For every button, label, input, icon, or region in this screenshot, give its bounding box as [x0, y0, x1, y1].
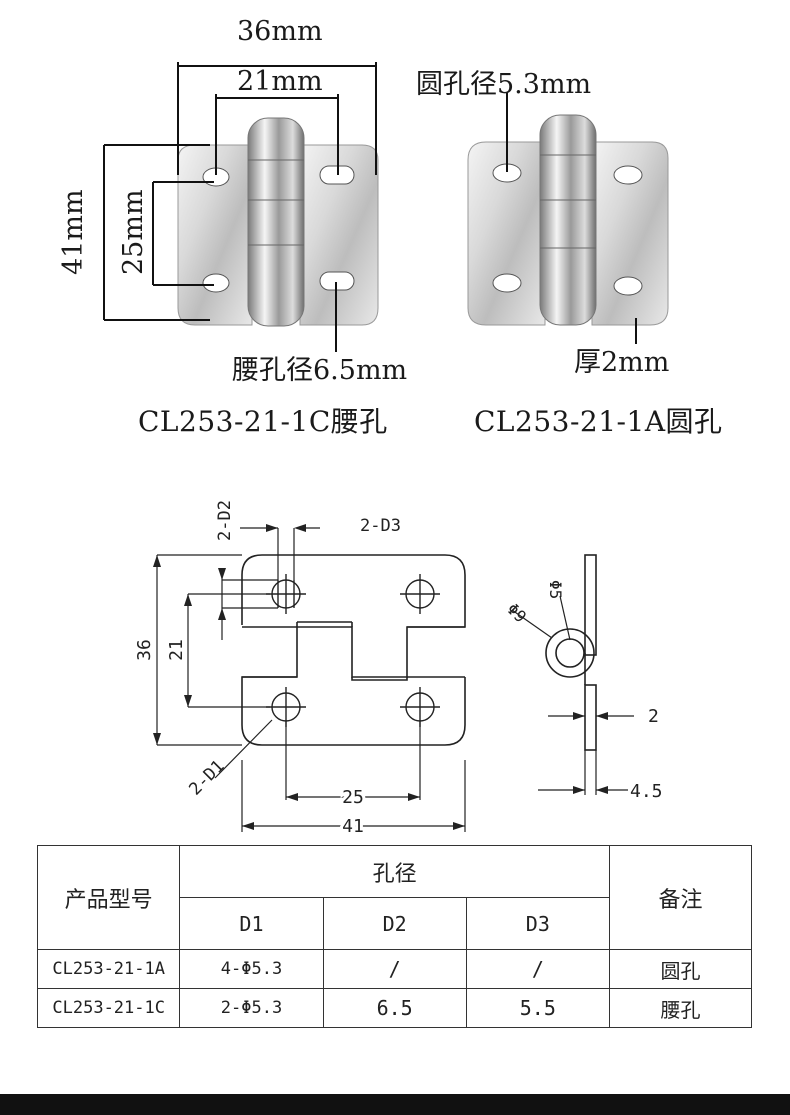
- callout-slot-diameter: 腰孔径6.5mm: [232, 355, 408, 386]
- technical-drawing: 2-D2 2-D3 2-D1 36 21 25 41 Φ9 Φ5 2 4.5: [134, 500, 663, 840]
- cell-d2: /: [322, 949, 467, 989]
- caption-1c: CL253-21-1C腰孔: [138, 405, 388, 438]
- header-note: 备注: [608, 845, 753, 950]
- dim-label-36: 36: [134, 639, 155, 661]
- hinge-photo-round: [467, 114, 669, 326]
- hinge-photo-slot: [177, 117, 379, 327]
- header-model: 产品型号: [36, 845, 181, 950]
- cell-note: 圆孔: [608, 949, 753, 989]
- callout-thickness: 厚2mm: [574, 347, 670, 378]
- cell-d3: /: [465, 949, 610, 989]
- cell-model: CL253-21-1A: [36, 949, 181, 989]
- subheader-d1: D1: [179, 897, 324, 950]
- front-view-outline: [241, 554, 466, 746]
- subheader-d3: D3: [465, 897, 610, 950]
- dim-height-inner: 25mm: [118, 189, 149, 275]
- dim-label-25: 25: [342, 787, 364, 808]
- side-view: [545, 554, 597, 751]
- header-hole-diameter: 孔径: [179, 845, 610, 898]
- bottom-divider-bar: [0, 1094, 790, 1115]
- left-photo-dim-lines: [103, 62, 377, 352]
- side-dim-arrowheads: [573, 712, 608, 794]
- dim-arrowheads: [153, 524, 465, 830]
- cell-model: CL253-21-1C: [36, 988, 181, 1028]
- side-label-4-5: 4.5: [630, 781, 663, 802]
- right-photo-dim-lines: [506, 92, 637, 344]
- label-2-d1: 2-D1: [185, 756, 228, 799]
- side-label-2: 2: [648, 706, 659, 727]
- table-row: CL253-21-1A 4-Φ5.3 / / 圆孔: [36, 949, 753, 989]
- callout-hole-diameter: 圆孔径5.3mm: [416, 69, 592, 100]
- hole-symbols: [266, 574, 440, 727]
- caption-1a: CL253-21-1A圆孔: [474, 405, 723, 438]
- side-label-phi5: Φ5: [546, 580, 565, 599]
- side-label-phi9: Φ9: [503, 599, 530, 626]
- cell-d1: 4-Φ5.3: [179, 949, 324, 989]
- side-view-dim-lines: [511, 595, 634, 795]
- cell-d2: 6.5: [322, 988, 467, 1028]
- cell-d1: 2-Φ5.3: [179, 988, 324, 1028]
- spec-table: 产品型号 孔径 备注 D1 D2 D3 CL253-21-1A 4-Φ5.3 /…: [36, 845, 753, 1028]
- cell-note: 腰孔: [608, 988, 753, 1028]
- dim-label-41: 41: [342, 816, 364, 837]
- front-view-dim-lines: [156, 527, 466, 832]
- hinge-photos: [103, 62, 669, 352]
- dim-label-21: 21: [166, 639, 187, 661]
- dim-width-inner: 21mm: [237, 66, 323, 97]
- subheader-d2: D2: [322, 897, 467, 950]
- label-2-d3: 2-D3: [360, 516, 401, 536]
- cell-d3: 5.5: [465, 988, 610, 1028]
- dim-height-outer: 41mm: [58, 189, 89, 275]
- dim-width-outer: 36mm: [237, 16, 323, 47]
- label-2-d2: 2-D2: [215, 500, 235, 541]
- table-row: CL253-21-1C 2-Φ5.3 6.5 5.5 腰孔: [36, 988, 753, 1028]
